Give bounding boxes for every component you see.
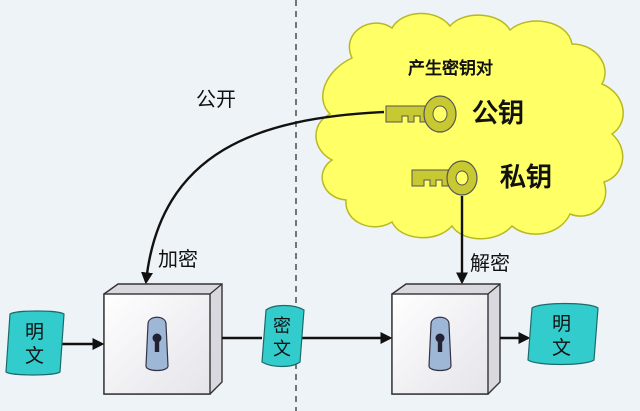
plaintext-input-scroll: 明 文 bbox=[5, 310, 65, 376]
encrypt-box bbox=[103, 283, 223, 395]
decrypt-label: 解密 bbox=[470, 251, 510, 275]
public-key-icon bbox=[385, 95, 457, 133]
publish-arrow bbox=[141, 110, 385, 285]
ciphertext-scroll: 密 文 bbox=[261, 304, 305, 368]
plaintext-input-char-2: 文 bbox=[25, 345, 44, 367]
key-pair-cloud bbox=[315, 12, 624, 240]
publish-label: 公开 bbox=[196, 87, 236, 111]
plaintext-input-char-1: 明 bbox=[25, 321, 44, 343]
ciphertext-char-1: 密 bbox=[273, 316, 291, 337]
encrypt-label: 加密 bbox=[158, 247, 198, 271]
plaintext-output-char-1: 明 bbox=[552, 313, 571, 335]
public-key-label: 公钥 bbox=[472, 99, 524, 129]
private-key-icon bbox=[411, 160, 478, 196]
ciphertext-char-2: 文 bbox=[273, 339, 291, 360]
decrypt-box bbox=[391, 283, 501, 395]
private-key-label: 私钥 bbox=[500, 163, 552, 193]
keyhole-icon bbox=[145, 316, 169, 372]
plaintext-output-scroll: 明 文 bbox=[527, 302, 599, 366]
plaintext-output-char-2: 文 bbox=[552, 337, 571, 359]
generate-key-pair-label: 产生密钥对 bbox=[408, 58, 493, 79]
keyhole-icon bbox=[428, 316, 452, 372]
